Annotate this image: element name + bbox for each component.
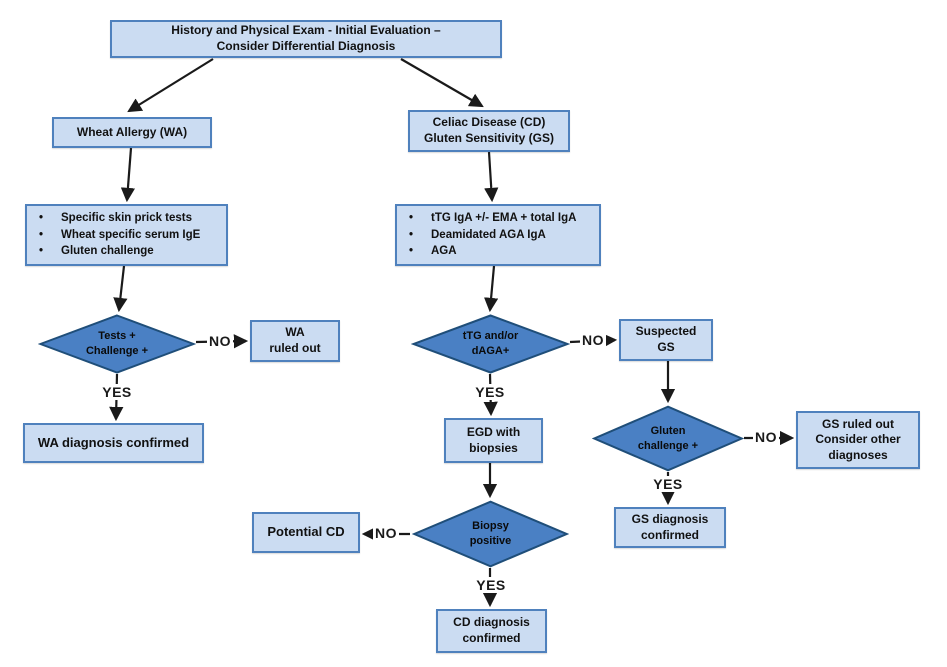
node-text: confirmed bbox=[640, 527, 699, 542]
node-wa-confirmed: WA diagnosis confirmed bbox=[23, 423, 204, 463]
wa-tests-item: Specific skin prick tests bbox=[39, 210, 200, 227]
edge-label-yes-cd-decision: YES bbox=[473, 384, 507, 400]
node-text: GS ruled out bbox=[822, 416, 894, 431]
node-text: challenge + bbox=[637, 439, 699, 452]
node-text: biopsies bbox=[469, 440, 518, 455]
node-text: dAGA+ bbox=[471, 345, 510, 357]
node-gluten-decision-diamond: Gluten challenge + bbox=[592, 405, 744, 472]
diamond-shape bbox=[412, 500, 569, 568]
node-text: EGD with bbox=[466, 424, 521, 439]
edge-label-yes-biopsy-decision: YES bbox=[474, 577, 508, 593]
connector-initial-to-celiac bbox=[400, 58, 484, 108]
connector-cd-tests-to-cd-decision bbox=[483, 265, 499, 313]
cd-tests-list: tTG IgA +/- EMA + total IgA Deamidated A… bbox=[397, 210, 576, 260]
node-text: positive bbox=[469, 535, 512, 547]
node-text: Biopsy bbox=[472, 520, 509, 533]
diamond-shape bbox=[411, 314, 570, 374]
wa-tests-list: Specific skin prick tests Wheat specific… bbox=[27, 210, 200, 260]
edge-label-no-wa-decision: NO bbox=[207, 333, 233, 349]
node-wa-tests: Specific skin prick tests Wheat specific… bbox=[25, 204, 228, 266]
node-initial-evaluation: History and Physical Exam - Initial Eval… bbox=[110, 20, 502, 58]
node-text: GS bbox=[657, 340, 675, 354]
edge-label-yes-gluten-decision: YES bbox=[651, 476, 685, 492]
node-cd-tests: tTG IgA +/- EMA + total IgA Deamidated A… bbox=[395, 204, 601, 266]
node-biopsy-decision-diamond: Biopsy positive bbox=[412, 500, 569, 568]
node-text: WA diagnosis confirmed bbox=[37, 434, 190, 450]
edge-label-yes-wa-decision: YES bbox=[100, 384, 134, 400]
cd-tests-item: AGA bbox=[409, 243, 576, 260]
connector-wa-to-wa-tests bbox=[120, 147, 136, 203]
node-wheat-allergy: Wheat Allergy (WA) bbox=[52, 117, 212, 148]
node-text: Gluten Sensitivity (GS) bbox=[423, 131, 555, 145]
connector-initial-to-wa bbox=[127, 58, 214, 113]
node-text: Consider other bbox=[815, 432, 901, 447]
node-text: Suspected bbox=[635, 324, 697, 339]
wa-tests-item: Wheat specific serum IgE bbox=[39, 227, 200, 244]
node-text: Consider Differential Diagnosis bbox=[216, 39, 396, 53]
node-text: tTG and/or bbox=[462, 330, 519, 343]
node-text: History and Physical Exam - Initial Eval… bbox=[171, 23, 441, 38]
node-cd-decision-diamond: tTG and/or dAGA+ bbox=[411, 314, 570, 374]
diamond-shape bbox=[592, 405, 744, 472]
node-text: Wheat Allergy (WA) bbox=[76, 124, 188, 139]
node-text: diagnoses bbox=[828, 447, 888, 462]
connector-celiac-to-cd-tests bbox=[484, 151, 499, 203]
edge-label-no-biopsy-decision: NO bbox=[373, 525, 399, 541]
wa-tests-item: Gluten challenge bbox=[39, 243, 200, 260]
node-text: Gluten bbox=[650, 424, 686, 437]
node-text: CD diagnosis bbox=[453, 615, 530, 630]
diamond-shape bbox=[38, 314, 196, 374]
edge-label-no-gluten-decision: NO bbox=[753, 429, 779, 445]
node-text: Potential CD bbox=[267, 524, 345, 540]
node-text: Tests + bbox=[98, 330, 136, 343]
node-text: Celiac Disease (CD) bbox=[432, 115, 546, 130]
node-text: confirmed bbox=[462, 631, 521, 645]
node-text: Challenge + bbox=[85, 345, 149, 357]
node-celiac-gluten: Celiac Disease (CD)Gluten Sensitivity (G… bbox=[408, 110, 570, 152]
cd-tests-item: tTG IgA +/- EMA + total IgA bbox=[409, 210, 576, 227]
node-text: WA bbox=[285, 325, 305, 340]
node-text: GS diagnosis bbox=[631, 511, 709, 526]
node-text: ruled out bbox=[269, 341, 321, 355]
connector-wa-tests-to-wa-decision bbox=[113, 265, 128, 313]
edge-label-no-cd-decision: NO bbox=[580, 332, 606, 348]
node-potential-cd: Potential CD bbox=[252, 512, 360, 553]
node-wa-decision-diamond: Tests + Challenge + bbox=[38, 314, 196, 374]
cd-tests-item: Deamidated AGA IgA bbox=[409, 227, 576, 244]
